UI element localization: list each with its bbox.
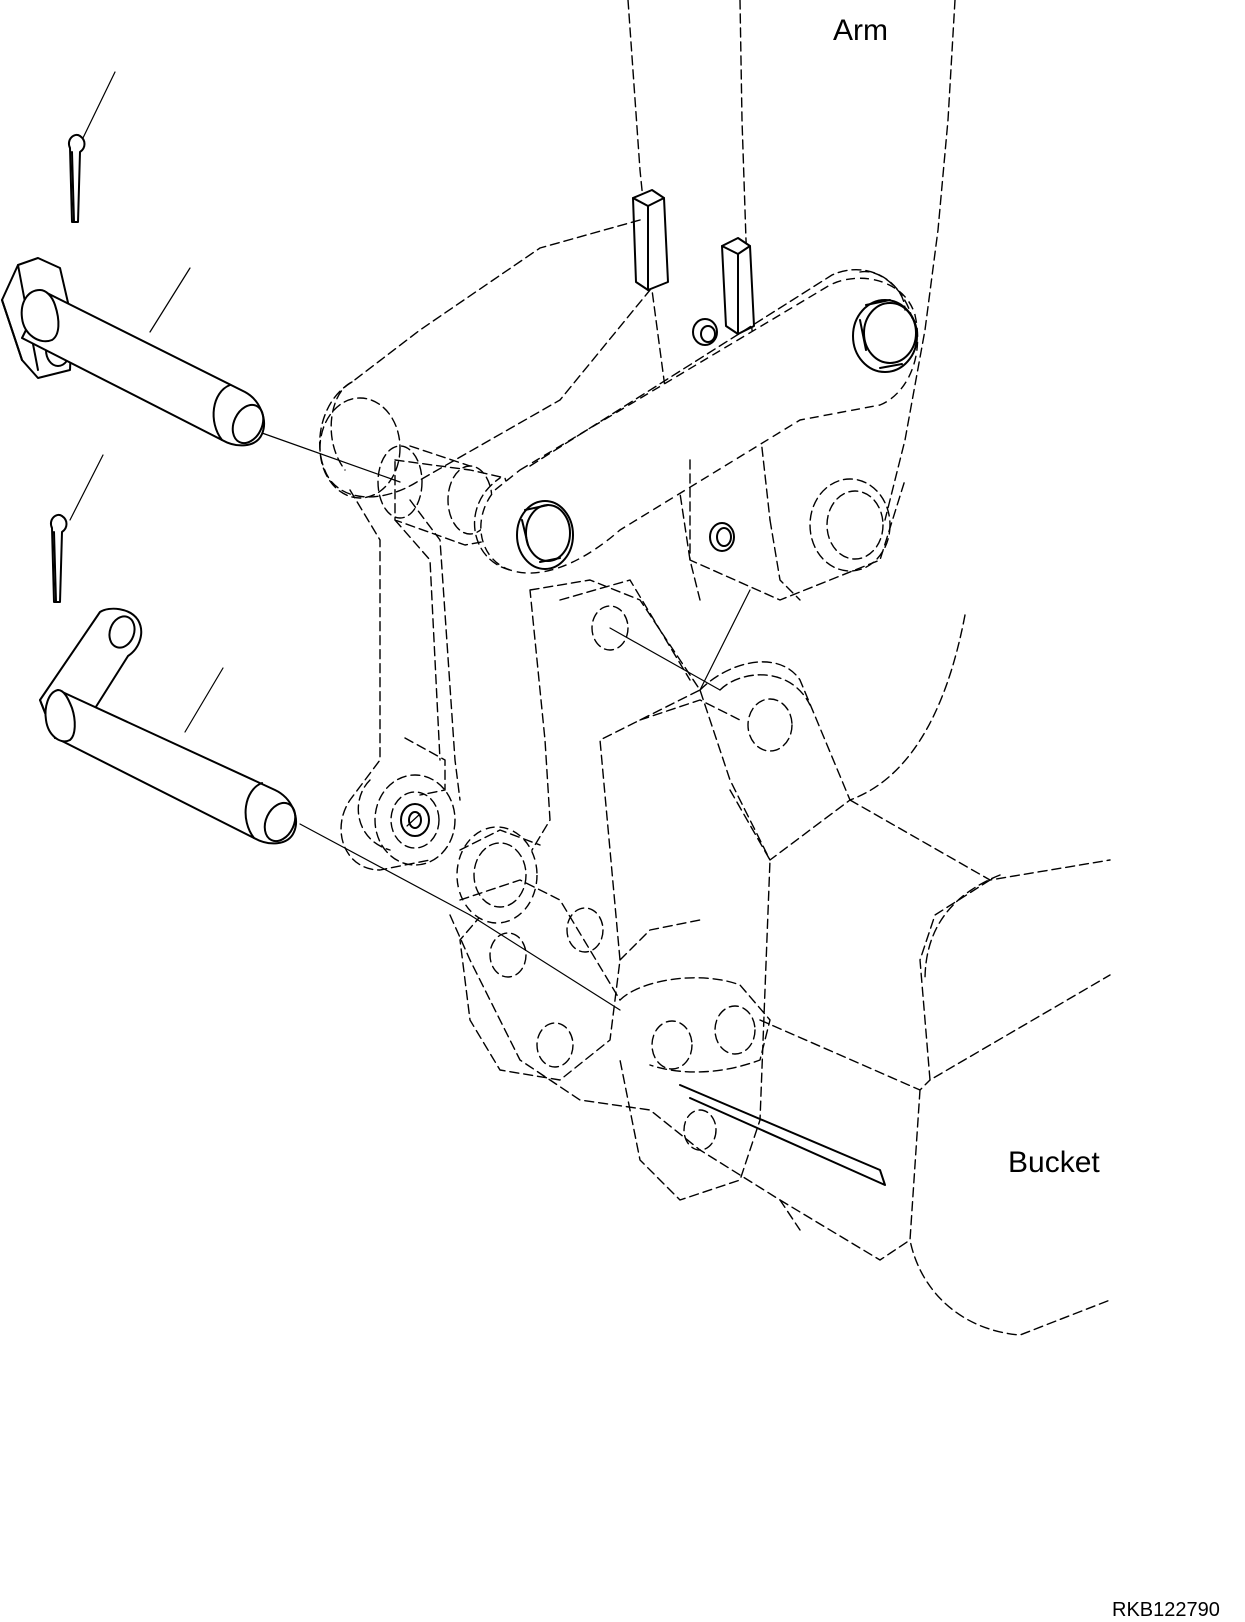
grease-nipple (400, 803, 430, 837)
drawing-code: RKB122790 (1112, 1599, 1220, 1621)
arm-boss (689, 318, 906, 601)
bucket-lower-plate (449, 879, 886, 1231)
link-pin-caps (516, 299, 918, 570)
bucket-bracket (459, 579, 851, 1201)
bucket-pin-boss (456, 826, 541, 924)
lower-pin (39, 607, 297, 845)
alignment-lines (261, 432, 751, 1011)
upper-link-front (473, 269, 919, 574)
arm-label: Arm (833, 14, 888, 47)
lower-cotter-pin (50, 454, 104, 603)
side-link (340, 489, 461, 871)
bucket-body (759, 614, 1111, 1336)
bucket-label: Bucket (1008, 1146, 1100, 1179)
upper-cotter-pin (68, 71, 116, 223)
upper-pin (1, 257, 265, 447)
arm-stoppers (632, 189, 755, 335)
